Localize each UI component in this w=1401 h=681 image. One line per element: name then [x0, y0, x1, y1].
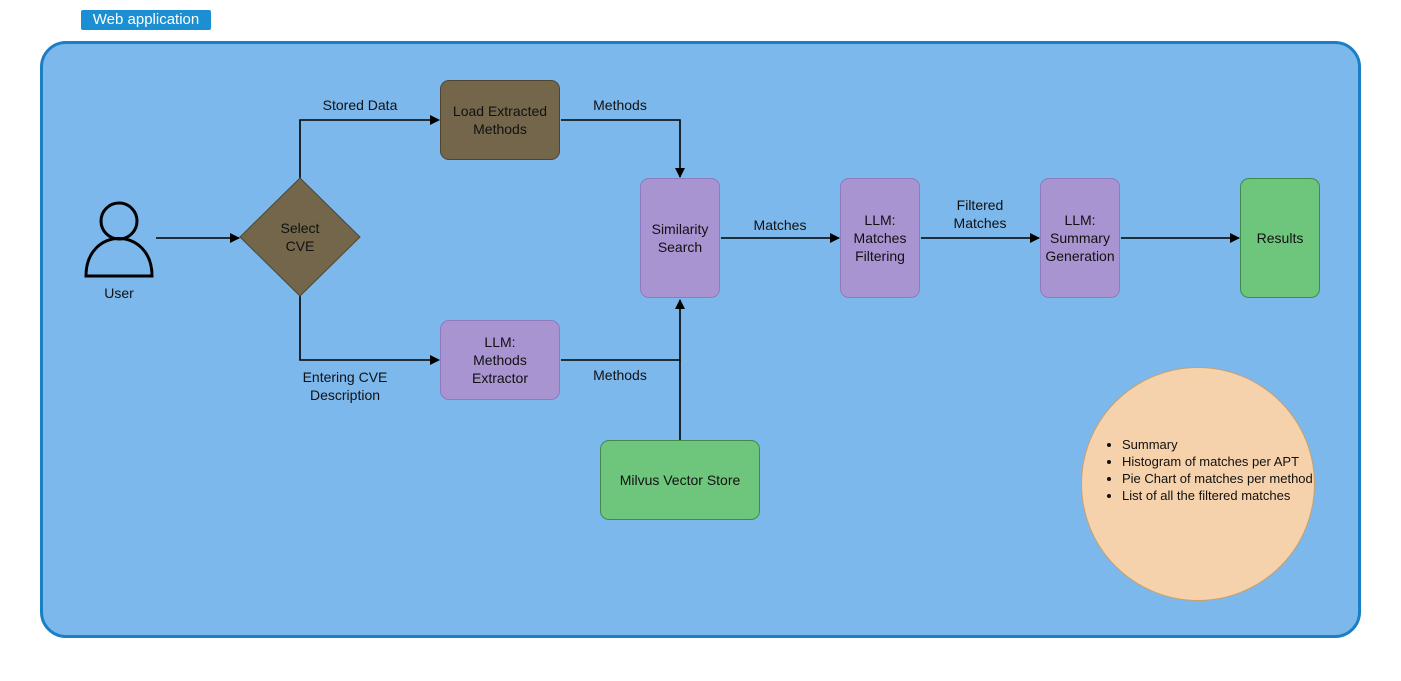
select-cve-diamond: [239, 177, 361, 297]
load-extracted-methods-label: Load Extracted Methods: [452, 103, 548, 137]
matches-filtering-label: LLM: Matches Filtering: [853, 212, 907, 264]
similarity-search-node: Similarity Search: [640, 178, 720, 298]
edge-label-entering-cve: Entering CVE Description: [302, 369, 388, 403]
results-detail-item: List of all the filtered matches: [1122, 487, 1332, 504]
edge-select-to-extractor: [299, 296, 440, 365]
matches-filtering-node: LLM: Matches Filtering: [840, 178, 920, 298]
results-details-list: Summary Histogram of matches per APT Pie…: [1104, 436, 1332, 504]
load-extracted-methods-node: Load Extracted Methods: [440, 80, 560, 160]
edge-load-to-search: [561, 119, 685, 178]
results-detail-item: Pie Chart of matches per method: [1122, 470, 1332, 487]
edge-extractor-to-search: [561, 299, 685, 361]
methods-extractor-label: LLM: Methods Extractor: [471, 334, 528, 386]
edge-label-filtered-matches: Filtered Matches: [953, 197, 1007, 231]
edge-label-stored-data: Stored Data: [322, 97, 398, 113]
similarity-search-label: Similarity Search: [651, 221, 709, 255]
methods-extractor-node: LLM: Methods Extractor: [440, 320, 560, 400]
edge-label-matches: Matches: [753, 217, 807, 233]
web-application-tag: Web application: [81, 10, 211, 30]
results-details-circle: Summary Histogram of matches per APT Pie…: [1081, 367, 1315, 601]
milvus-vector-store-label: Milvus Vector Store: [619, 472, 741, 488]
user-icon: [84, 201, 154, 278]
results-detail-item: Histogram of matches per APT: [1122, 453, 1332, 470]
milvus-vector-store-node: Milvus Vector Store: [600, 440, 760, 520]
edge-select-to-load: [299, 115, 440, 178]
results-detail-item: Summary: [1122, 436, 1332, 453]
summary-generation-label: LLM: Summary Generation: [1045, 212, 1115, 264]
select-cve-label: Select CVE: [280, 220, 320, 254]
results-node: Results: [1240, 178, 1320, 298]
edge-label-methods-bottom: Methods: [593, 367, 647, 383]
summary-generation-node: LLM: Summary Generation: [1040, 178, 1120, 298]
user-label: User: [104, 285, 134, 301]
edge-label-methods-top: Methods: [593, 97, 647, 113]
results-label: Results: [1256, 230, 1304, 246]
